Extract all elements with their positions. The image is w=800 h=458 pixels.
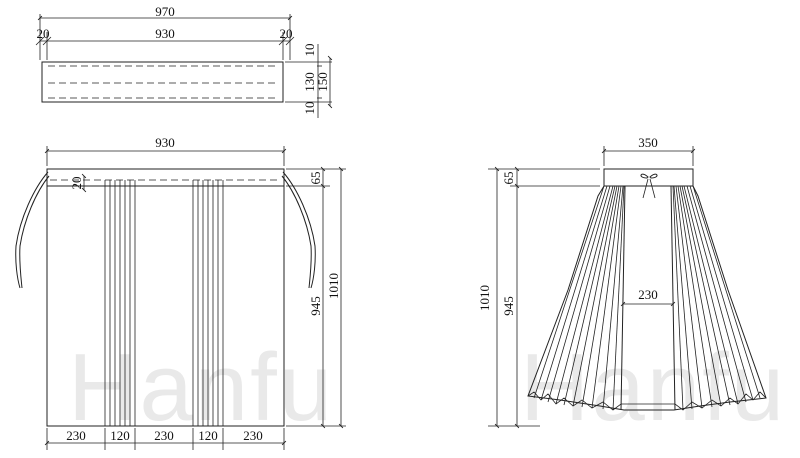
worn-band-height-label: 65 bbox=[501, 172, 516, 185]
waistband-total-width-label: 970 bbox=[155, 4, 175, 19]
watermark-left: Hanfu bbox=[68, 334, 334, 441]
flat-skirt-total-length-label: 1010 bbox=[326, 273, 341, 299]
waistband-right-margin-label: 20 bbox=[280, 26, 293, 41]
waistband-top-margin-label: 10 bbox=[302, 44, 317, 57]
waistband-bottom-margin-label: 10 bbox=[302, 102, 317, 115]
waistband-drawing bbox=[41, 61, 284, 103]
flat-skirt-band-height-label: 65 bbox=[308, 172, 323, 185]
waistband-inner-width-label: 930 bbox=[155, 26, 175, 41]
worn-waist-width-label: 350 bbox=[638, 135, 658, 150]
waistband-dimensions: 970 20 930 20 10 130 150 10 bbox=[35, 4, 333, 118]
worn-total-length-label: 1010 bbox=[477, 285, 492, 311]
waistband-total-height-label: 150 bbox=[315, 72, 330, 92]
bottom-segment-4-label: 120 bbox=[198, 428, 218, 443]
worn-skirt-dimensions: 350 1010 65 945 230 bbox=[477, 135, 696, 429]
flat-skirt-panel-height-label: 945 bbox=[308, 296, 323, 316]
bottom-segment-3-label: 230 bbox=[154, 428, 174, 443]
flat-skirt-seam-label: 20 bbox=[69, 177, 84, 190]
watermark-right: Hanfu bbox=[520, 334, 786, 441]
worn-front-panel-width-label: 230 bbox=[638, 287, 658, 302]
flat-skirt-width-label: 930 bbox=[155, 135, 175, 150]
waistband-inner-height-label: 130 bbox=[302, 72, 317, 92]
worn-panel-length-label: 945 bbox=[501, 296, 516, 316]
bottom-segment-2-label: 120 bbox=[110, 428, 130, 443]
bottom-segment-1-label: 230 bbox=[66, 428, 86, 443]
flat-skirt-drawing bbox=[15, 168, 316, 427]
flat-skirt-dimensions: 930 20 65 945 1010 230 120 230 120 230 bbox=[44, 135, 346, 450]
worn-skirt-drawing bbox=[527, 168, 767, 411]
waistband-left-margin-label: 20 bbox=[37, 26, 50, 41]
bottom-segment-5-label: 230 bbox=[243, 428, 263, 443]
